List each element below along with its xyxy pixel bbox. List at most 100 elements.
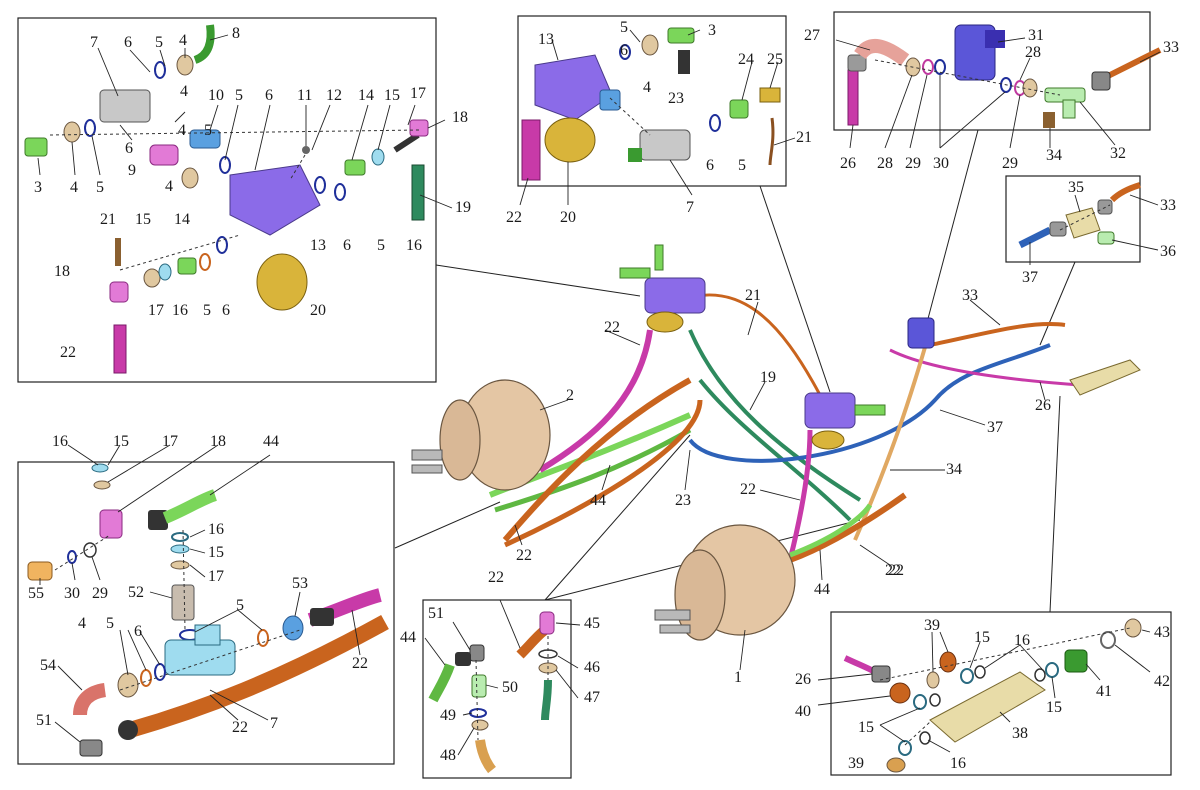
- label-main-37: 37: [987, 419, 1003, 436]
- label-a-5c: 5: [235, 87, 243, 104]
- label-f-46: 46: [584, 659, 600, 676]
- label-a-22: 22: [60, 344, 76, 361]
- label-a-4c: 4: [180, 83, 188, 100]
- label-a-21: 21: [100, 211, 116, 228]
- label-a-4e: 4: [178, 122, 186, 139]
- label-g-16: 16: [1014, 632, 1030, 649]
- hose-magenta-26: [889, 348, 1081, 387]
- label-d-37: 37: [1022, 269, 1038, 286]
- label-b-7: 7: [686, 199, 694, 216]
- label-g-41: 41: [1096, 683, 1112, 700]
- label-a-19: 19: [455, 199, 471, 216]
- label-main-44b: 44: [814, 581, 830, 598]
- label-a-14b: 14: [174, 211, 190, 228]
- label-d-33: 33: [1160, 197, 1176, 214]
- label-a-18: 18: [452, 109, 468, 126]
- label-e-53: 53: [292, 575, 308, 592]
- label-a-6d: 6: [343, 237, 351, 254]
- label-c-30: 30: [933, 155, 949, 172]
- label-a-20: 20: [310, 302, 326, 319]
- detail-box-a: 7 6 5 4 8 3 4 5 4 6 4 5 10 9 4 5 6 11 12…: [17, 17, 471, 383]
- label-c-34: 34: [1046, 147, 1062, 164]
- label-e-16: 16: [52, 433, 68, 450]
- hose-magenta-22: [538, 329, 653, 473]
- hose-orange-lower: [503, 399, 703, 548]
- label-f-44: 44: [400, 629, 416, 646]
- label-b-25: 25: [767, 51, 783, 68]
- detail-box-f: 51 22 45 44 50 46 47 49 48: [400, 569, 600, 779]
- label-e-30: 30: [64, 585, 80, 602]
- label-d-35: 35: [1068, 179, 1084, 196]
- label-f-47: 47: [584, 689, 600, 706]
- label-b-24: 24: [738, 51, 754, 68]
- label-a-12: 12: [326, 87, 342, 104]
- label-f-22: 22: [488, 569, 504, 586]
- label-b-5b: 5: [738, 157, 746, 174]
- label-b-3: 3: [708, 22, 716, 39]
- label-a-5f: 5: [203, 302, 211, 319]
- label-e-5: 5: [236, 597, 244, 614]
- hose-orange-main: [788, 492, 907, 563]
- label-g-39b: 39: [848, 755, 864, 772]
- label-a-5d: 5: [204, 122, 212, 139]
- label-a-15b: 15: [135, 211, 151, 228]
- detail-box-d: 35 33 37 36: [1005, 175, 1176, 286]
- label-e-54: 54: [40, 657, 56, 674]
- label-main-22b: 22: [516, 547, 532, 564]
- label-f-48: 48: [440, 747, 456, 764]
- label-main-23: 23: [675, 492, 691, 509]
- label-a-6c: 6: [265, 87, 273, 104]
- label-c-29: 29: [905, 155, 921, 172]
- label-e-51: 51: [36, 712, 52, 729]
- hose-orange-33: [929, 322, 1066, 347]
- label-e-55: 55: [28, 585, 44, 602]
- label-c-29b: 29: [1002, 155, 1018, 172]
- label-e-52: 52: [128, 584, 144, 601]
- label-b-6b: 6: [706, 157, 714, 174]
- label-main-19: 19: [760, 369, 776, 386]
- label-g-15c: 15: [858, 719, 874, 736]
- detail-box-g: 39 15 16 43 26 41 42 40 15 38 15 39 16: [795, 611, 1172, 776]
- label-a-10: 10: [208, 87, 224, 104]
- hose-orange-22: [502, 377, 692, 542]
- label-e-22b: 22: [352, 655, 368, 672]
- label-e-5b: 5: [106, 615, 114, 632]
- label-f-49: 49: [440, 707, 456, 724]
- label-b-23: 23: [668, 90, 684, 107]
- label-b-6: 6: [620, 42, 628, 59]
- solenoid-valve-main: [907, 317, 935, 349]
- label-main-22e: 22: [888, 562, 904, 579]
- label-a-4b: 4: [70, 179, 78, 196]
- label-e-7: 7: [270, 715, 278, 732]
- label-c-26: 26: [840, 155, 856, 172]
- label-b-20: 20: [560, 209, 576, 226]
- detail-box-b: 5 3 6 13 4 23 24 25 22 20 7 6 5 21: [506, 15, 812, 226]
- label-b-4: 4: [643, 79, 651, 96]
- label-main-2: 2: [566, 387, 574, 404]
- label-g-39: 39: [924, 617, 940, 634]
- label-a-6: 6: [124, 34, 132, 51]
- brake-chamber-1: [654, 524, 796, 641]
- label-a-14: 14: [358, 87, 374, 104]
- label-e-22: 22: [232, 719, 248, 736]
- label-f-45: 45: [584, 615, 600, 632]
- label-b-13: 13: [538, 31, 554, 48]
- label-main-22c: 22: [740, 481, 756, 498]
- label-c-28b: 28: [877, 155, 893, 172]
- label-a-13: 13: [310, 237, 326, 254]
- label-a-5b: 5: [96, 179, 104, 196]
- label-a-17b: 17: [148, 302, 164, 319]
- label-e-15: 15: [113, 433, 129, 450]
- label-main-22: 22: [604, 319, 620, 336]
- label-b-22: 22: [506, 209, 522, 226]
- manifold-block-main: [1069, 359, 1141, 396]
- label-c-32: 32: [1110, 145, 1126, 162]
- label-e-18: 18: [210, 433, 226, 450]
- label-main-1: 1: [734, 669, 742, 686]
- label-g-42: 42: [1154, 673, 1170, 690]
- label-e-17: 17: [162, 433, 178, 450]
- label-g-38: 38: [1012, 725, 1028, 742]
- label-d-36: 36: [1160, 243, 1176, 260]
- label-a-6b: 6: [125, 140, 133, 157]
- label-b-21: 21: [796, 129, 812, 146]
